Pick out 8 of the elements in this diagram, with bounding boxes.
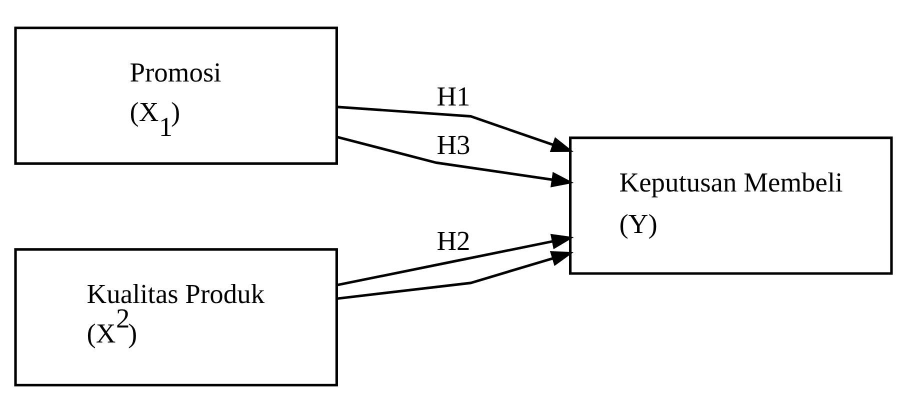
node-box: Keputusan Membeli (Y) — [569, 136, 893, 274]
arrow — [337, 233, 574, 286]
arrow — [337, 105, 574, 152]
arrow — [336, 250, 574, 300]
edge-label: H1 — [436, 81, 470, 112]
edge-label: H3 — [436, 129, 470, 160]
arrow — [336, 135, 574, 187]
edge-label: H2 — [436, 225, 470, 256]
